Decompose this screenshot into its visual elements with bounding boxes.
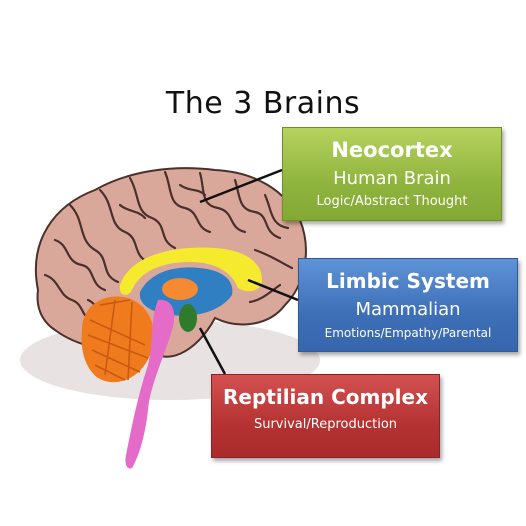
reptilian-name: Reptilian Complex [223, 385, 428, 409]
amygdala [179, 304, 197, 332]
cerebellum [81, 296, 154, 383]
limbic-functions: Emotions/Empathy/Parental [324, 326, 492, 340]
neocortex-name: Neocortex [331, 138, 453, 162]
diagram-title: The 3 Brains [165, 86, 361, 121]
neocortex-functions: Logic/Abstract Thought [316, 194, 468, 209]
limbic-type: Mammalian [355, 299, 461, 320]
reptilian-connector [198, 327, 227, 375]
neocortex-type: Human Brain [333, 168, 451, 189]
thalamus [162, 278, 198, 300]
cortex-folds [43, 170, 294, 327]
connector-lines [198, 168, 299, 375]
brainstem [125, 299, 175, 469]
reptilian-functions: Survival/Reproduction [253, 417, 398, 432]
limbic-name: Limbic System [326, 269, 490, 293]
neocortex-connector [199, 168, 283, 204]
limbic-connector [247, 278, 299, 302]
limbic-band [119, 247, 262, 295]
reptilian-complex-box: Reptilian Complex Survival/Reproduction [211, 374, 440, 458]
limbic-system-box: Limbic System Mammalian Emotions/Empathy… [298, 258, 518, 352]
neocortex-box: Neocortex Human Brain Logic/Abstract Tho… [282, 127, 502, 221]
